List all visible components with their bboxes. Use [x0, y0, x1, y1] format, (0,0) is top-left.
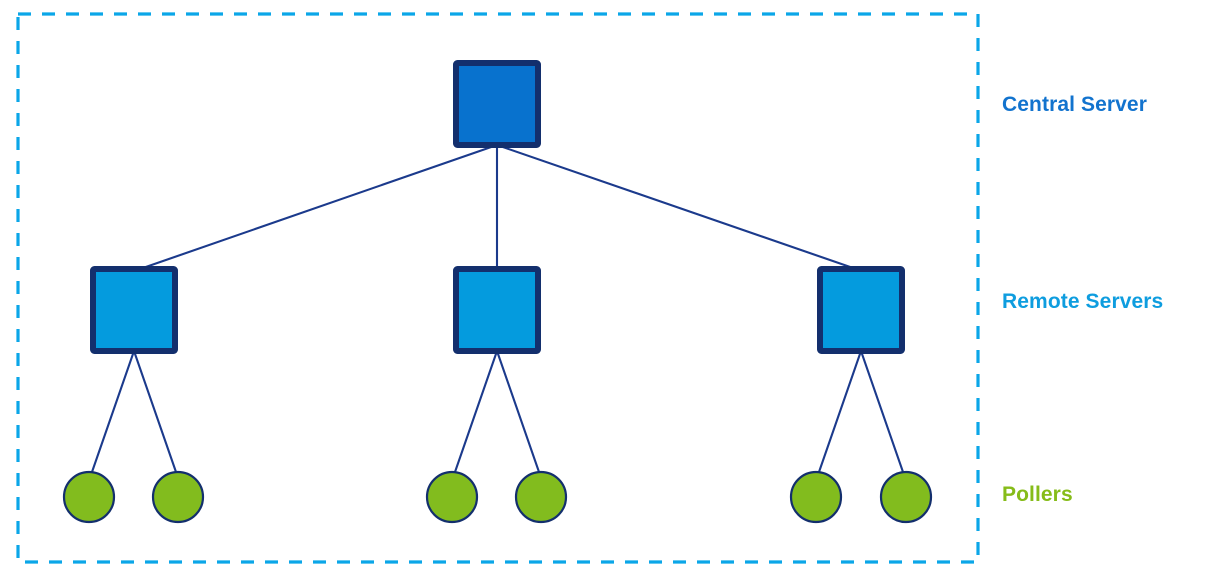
tier-label-remote-servers: Remote Servers: [1002, 290, 1164, 313]
connector-remote-3-to-poller-5: [817, 349, 863, 474]
node-remote-server-2[interactable]: [453, 266, 541, 354]
connector-remote-3-to-poller-6: [859, 349, 905, 474]
tier-label-pollers: Pollers: [1002, 483, 1073, 506]
connector-remote-2-to-poller-3: [453, 349, 499, 474]
node-poller-6[interactable]: [879, 470, 933, 524]
node-poller-5[interactable]: [789, 470, 843, 524]
connector-central-to-remote-1: [138, 143, 499, 271]
connector-group-central-to-remote: [138, 143, 858, 271]
node-central-server-1[interactable]: [453, 60, 541, 148]
connector-central-to-remote-3: [495, 143, 858, 271]
node-poller-1[interactable]: [62, 470, 116, 524]
node-remote-server-1[interactable]: [90, 266, 178, 354]
connector-remote-2-to-poller-4: [495, 349, 541, 474]
node-remote-server-3[interactable]: [817, 266, 905, 354]
node-poller-3[interactable]: [425, 470, 479, 524]
node-poller-2[interactable]: [151, 470, 205, 524]
connector-remote-1-to-poller-1: [90, 349, 136, 474]
connector-remote-1-to-poller-2: [132, 349, 178, 474]
tier-label-central-server: Central Server: [1002, 93, 1147, 116]
node-poller-4[interactable]: [514, 470, 568, 524]
deployment-boundary: [16, 12, 980, 564]
connector-group-remote-to-pollers: [90, 349, 905, 474]
